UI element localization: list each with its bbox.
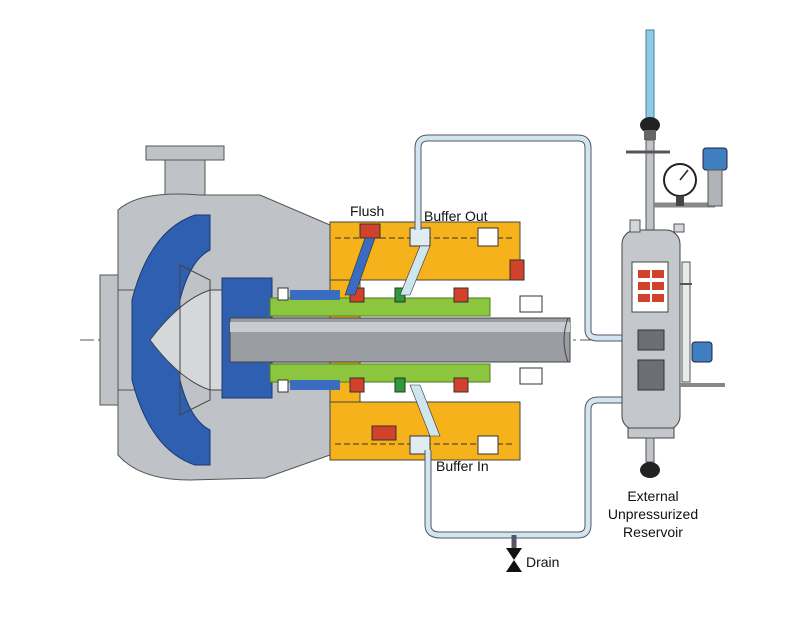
buffer-out-label: Buffer Out: [424, 208, 488, 224]
reservoir-label-line2: Unpressurized: [607, 506, 699, 522]
external-reservoir: [621, 29, 728, 478]
level-gauge-icon: [680, 261, 692, 383]
reservoir-label-line3: Reservoir: [623, 524, 683, 540]
reservoir-label-line1: External: [627, 488, 679, 504]
pressure-gauge-icon: [663, 163, 697, 206]
pressure-transmitter-icon: [702, 147, 728, 207]
valve-icon: [640, 117, 660, 140]
shaft: [229, 317, 571, 363]
flush-label: Flush: [350, 203, 385, 219]
buffer-in-label: Buffer In: [436, 458, 489, 474]
drain-label: Drain: [526, 554, 560, 570]
drain-valve-icon: [506, 548, 522, 572]
buffer-piping: [414, 134, 628, 555]
